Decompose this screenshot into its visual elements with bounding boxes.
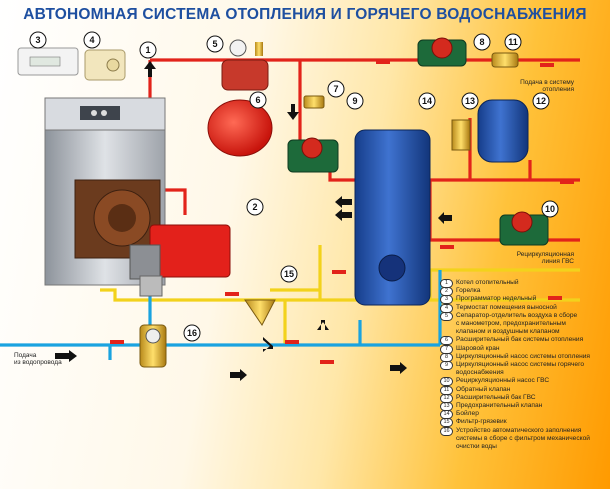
- arrow-down-icon: [287, 104, 299, 120]
- legend-text: Шаровой кран: [456, 344, 500, 352]
- air-separator-assembly: [221, 39, 269, 91]
- legend-text: Циркуляционный насос системы горячего: [456, 361, 585, 369]
- legend-item: водоснабжения: [438, 369, 608, 377]
- page-title: АВТОНОМНАЯ СИСТЕМА ОТОПЛЕНИЯ И ГОРЯЧЕГО …: [23, 6, 587, 23]
- arrow-right-icon: [263, 337, 273, 352]
- label-water-supply-2: из водопровода: [14, 359, 62, 366]
- callout-7: 7: [333, 84, 338, 94]
- label-water-supply-1: Подача: [14, 352, 37, 359]
- legend-item: системы в сборе с фильтром механической: [438, 435, 608, 443]
- legend-text: Котел отопительный: [456, 279, 519, 286]
- arrow-right-icon: [230, 369, 247, 381]
- callout-9: 9: [352, 96, 357, 106]
- legend-text: Программатор недельный: [456, 295, 537, 303]
- legend-number: 5: [440, 311, 453, 321]
- dhw-recirculation-pump: [499, 211, 549, 246]
- heating-circulation-pump: [417, 37, 467, 67]
- legend-text: Устройство автоматического заполнения: [456, 426, 582, 434]
- legend-number: 16: [440, 426, 453, 436]
- legend-text: очистки воды: [456, 443, 497, 451]
- legend-text: с манометром, предохранительным: [456, 320, 566, 328]
- check-valve: [491, 52, 519, 68]
- legend-text: Сепаратор-отделитель воздуха в сборе: [456, 311, 578, 319]
- flow-arrows: [55, 61, 452, 381]
- arrow-left-icon: [335, 209, 352, 221]
- callout-13: 13: [465, 96, 475, 106]
- legend-item: с манометром, предохранительным: [438, 320, 608, 328]
- callout-11: 11: [508, 37, 518, 47]
- legend-number: 9: [440, 361, 453, 371]
- callout-6: 6: [255, 95, 260, 105]
- arrow-left-icon: [335, 196, 352, 208]
- room-thermostat: [84, 49, 126, 81]
- legend-text: Фильтр-грязевик: [456, 418, 507, 426]
- legend-text: Рециркуляционный насос ГВС: [456, 377, 550, 385]
- callout-markers: 1 2 3 4 5 6 7 8 9 10 11 12 13 14 15 16: [29, 31, 559, 342]
- legend-text: Горелка: [456, 287, 481, 295]
- legend-text: Предохранительный клапан: [456, 402, 543, 410]
- heating-boiler: [44, 97, 166, 286]
- arrow-right-icon: [390, 362, 407, 374]
- callout-14: 14: [422, 96, 432, 106]
- callout-5: 5: [212, 39, 217, 49]
- ball-valve: [303, 95, 325, 109]
- dhw-expansion-tank: [477, 99, 529, 163]
- callout-3: 3: [35, 35, 40, 45]
- legend-text: Расширительный бак системы отопления: [456, 336, 584, 344]
- legend-text: Бойлер: [456, 410, 479, 418]
- legend-item: очистки воды: [438, 443, 608, 451]
- heating-expansion-tank: [207, 99, 273, 157]
- legend-text: Расширительный бак ГВС: [456, 393, 536, 401]
- legend-text: Циркуляционный насос системы отопления: [456, 352, 591, 360]
- safety-valve: [451, 119, 471, 151]
- auto-fill-unit: [139, 324, 167, 368]
- legend-item: клапаном и воздушным клапаном: [438, 328, 608, 336]
- legend-text: Обратный клапан: [456, 385, 511, 393]
- arrow-up-icon: [317, 320, 329, 330]
- arrow-right-icon: [55, 350, 77, 362]
- callout-15: 15: [284, 269, 294, 279]
- callout-16: 16: [187, 328, 197, 338]
- legend-text: системы в сборе с фильтром механической: [456, 434, 590, 442]
- weekly-programmer: [17, 47, 79, 76]
- burner: [129, 224, 231, 297]
- callout-12: 12: [536, 96, 546, 106]
- callout-2: 2: [252, 202, 257, 212]
- label-supply-heating-1: Подача в систему: [520, 79, 575, 86]
- label-supply-heating-2: отопления: [542, 86, 574, 93]
- callout-4: 4: [89, 35, 94, 45]
- label-recirculation-1: Рециркуляционная: [517, 251, 575, 258]
- dirt-filter: [244, 299, 276, 326]
- callout-10: 10: [545, 204, 555, 214]
- arrow-up-icon: [144, 61, 156, 77]
- callout-8: 8: [479, 37, 484, 47]
- legend-text: клапаном и воздушным клапаном: [456, 328, 560, 336]
- label-recirculation-2: линия ГВС: [542, 258, 575, 265]
- arrow-left-icon: [438, 212, 452, 224]
- legend-text: водоснабжения: [456, 369, 504, 377]
- water-heater-tank: [354, 129, 431, 306]
- legend-text: Термостат помещения выносной: [456, 303, 557, 311]
- valve-handles: [110, 60, 574, 364]
- dhw-circulation-pump: [287, 137, 339, 173]
- callout-1: 1: [145, 45, 150, 55]
